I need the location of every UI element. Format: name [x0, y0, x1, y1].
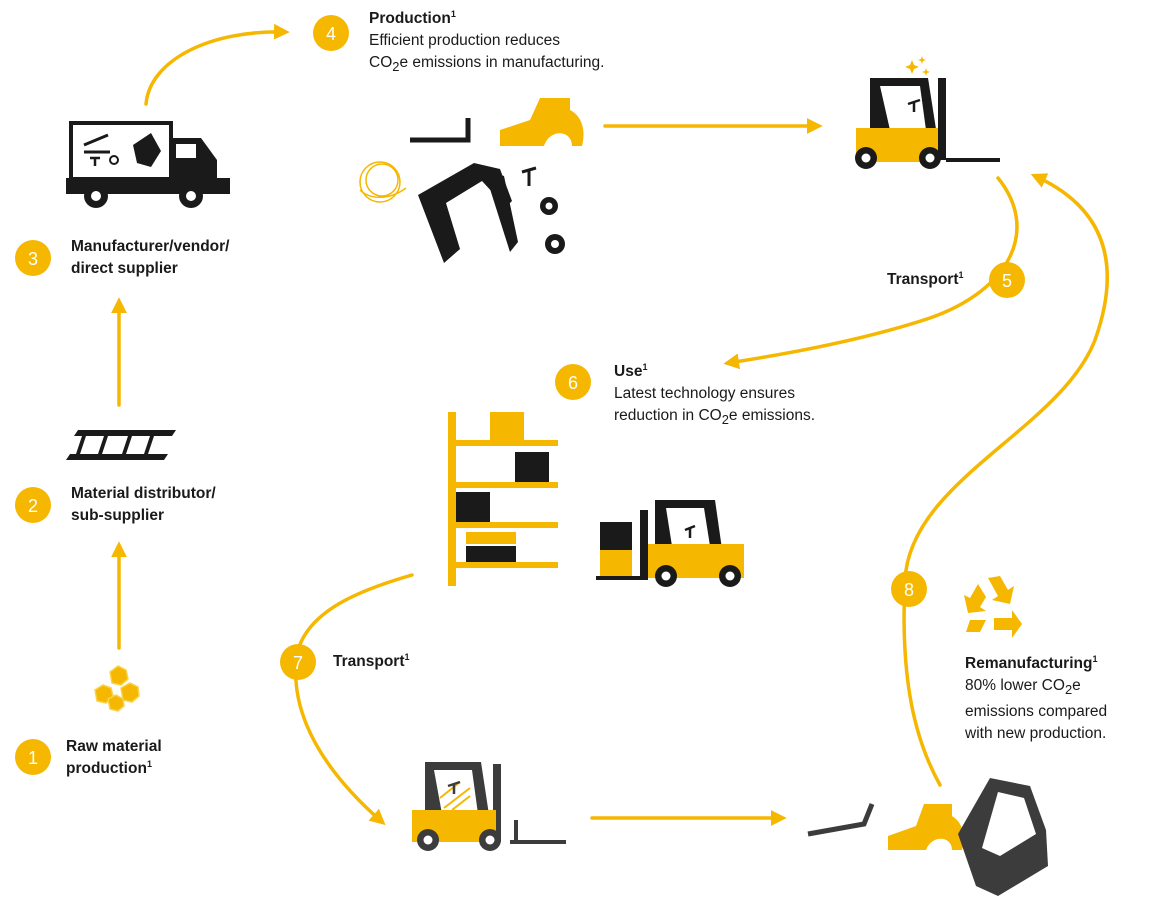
delivery-truck-icon [66, 121, 230, 208]
step-number-2: 2 [28, 496, 38, 516]
ore-nuggets-icon [94, 665, 140, 712]
step-2-title: Material distributor/ [71, 485, 216, 502]
step-number-7: 7 [293, 653, 303, 673]
arrow-3-to-4 [144, 23, 290, 106]
step-6-desc-co: reduction in CO [614, 407, 722, 424]
step-5-label: Transport1 [887, 269, 964, 291]
step-1-label: Raw material production1 [66, 736, 162, 780]
step-4-title: Production [369, 10, 451, 27]
forklift-with-load-icon [596, 500, 744, 587]
step-number-8: 8 [904, 580, 914, 600]
step-8-desc-line2: emissions compared [965, 703, 1108, 721]
step-badge-7: 7 [280, 644, 316, 680]
step-8-desc-e: e [1072, 677, 1081, 694]
footnote-mark: 1 [404, 651, 410, 662]
step-number-4: 4 [326, 24, 336, 44]
step-3-title-line2: direct supplier [71, 260, 178, 277]
recycling-icon [964, 576, 1022, 638]
forklift-parts-icon [359, 98, 584, 263]
step-badge-3: 3 [15, 240, 51, 276]
subscript-2: 2 [392, 59, 400, 75]
footnote-mark: 1 [450, 8, 456, 19]
arrow-8-to-forklift [902, 173, 1109, 787]
step-4-desc-line1: Efficient production reduces [369, 32, 560, 49]
step-badges: 1 2 3 4 5 6 7 8 [15, 15, 1025, 775]
step-number-6: 6 [568, 373, 578, 393]
step-badge-8: 8 [891, 571, 927, 607]
step-6-label: Use1 Latest technology ensures reduction… [614, 361, 815, 431]
step-number-5: 5 [1002, 271, 1012, 291]
used-forklift-icon [412, 762, 566, 851]
step-number-3: 3 [28, 249, 38, 269]
step-4-label: Production1 Efficient production reduces… [369, 8, 604, 78]
footnote-mark: 1 [1092, 653, 1098, 664]
step-3-label: Manufacturer/vendor/ direct supplier [71, 236, 229, 280]
remanufactured-parts-icon [807, 778, 1048, 896]
step-4-desc-rest: e emissions in manufacturing. [399, 54, 605, 71]
steel-beams-icon [66, 430, 176, 460]
step-1-title-line2: production [66, 760, 147, 777]
step-2-title-line2: sub-supplier [71, 507, 165, 524]
warehouse-shelf-icon [448, 412, 558, 586]
step-7-title: Transport [333, 653, 405, 670]
step-8-desc-co: 80% lower CO [965, 677, 1065, 694]
arrow-6-to-7 [294, 573, 414, 826]
step-8-desc-line3: with new production. [965, 725, 1107, 743]
step-6-title: Use [614, 363, 643, 380]
step-4-desc-co: CO [369, 54, 393, 71]
step-8-label: Remanufacturing1 80% lower CO2e emission… [965, 653, 1107, 745]
step-badge-1: 1 [15, 739, 51, 775]
step-8-title: Remanufacturing [965, 655, 1093, 672]
arrow-5-to-6 [723, 176, 1019, 370]
step-badge-2: 2 [15, 487, 51, 523]
step-7-label: Transport1 [333, 651, 410, 673]
footnote-mark: 1 [642, 361, 648, 372]
step-1-title: Raw material [66, 738, 162, 755]
step-badge-5: 5 [989, 262, 1025, 298]
step-2-label: Material distributor/ sub-supplier [71, 483, 216, 527]
step-number-1: 1 [28, 748, 38, 768]
step-badge-6: 6 [555, 364, 591, 400]
step-6-desc-rest: e emissions. [728, 407, 816, 424]
subscript-2: 2 [721, 412, 729, 428]
step-badge-4: 4 [313, 15, 349, 51]
step-3-title: Manufacturer/vendor/ [71, 238, 230, 255]
subscript-2: 2 [1064, 682, 1073, 698]
step-6-desc-line1: Latest technology ensures [614, 385, 795, 402]
new-forklift-icon [855, 56, 1000, 169]
step-5-title: Transport [887, 271, 959, 288]
footnote-mark: 1 [958, 269, 964, 280]
footnote-mark: 1 [146, 758, 152, 769]
